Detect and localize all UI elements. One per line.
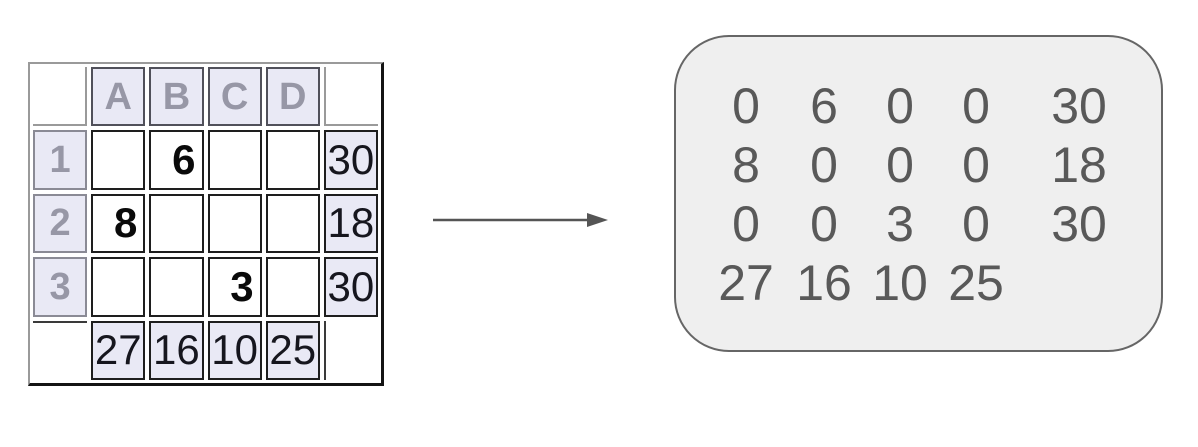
col-header-b: B: [149, 67, 204, 127]
cell-b3: [149, 257, 204, 317]
matrix-cell-2-0: 0: [732, 195, 760, 252]
matrix-cell-2-2: 3: [886, 195, 914, 252]
row-header-2: 2: [33, 193, 88, 254]
col-header-c: C: [207, 67, 262, 127]
cell-c3: 3: [207, 257, 262, 317]
matrix-cell-1-4: 18: [1051, 136, 1107, 193]
corner-cell-bottom-right: [323, 320, 378, 380]
matrix-cell-1-2: 0: [886, 136, 914, 193]
col-total-d: 25: [265, 320, 320, 380]
spreadsheet-table: A B C D 1 6 30 2 8 18 3 3 30 27 16 10 25: [28, 62, 384, 386]
cell-a3: [91, 257, 146, 317]
col-header-a: A: [91, 67, 146, 127]
matrix-cell-0-3: 0: [962, 77, 990, 134]
matrix-cell-2-4: 30: [1051, 195, 1107, 252]
cell-c2: [207, 193, 262, 254]
cell-d3: [265, 257, 320, 317]
arrow-right-icon: [433, 213, 608, 227]
matrix-cell-3-3: 25: [948, 254, 1004, 311]
cell-d2: [265, 193, 320, 254]
corner-cell-bottom-left: [33, 320, 88, 380]
row-header-1: 1: [33, 130, 88, 190]
matrix-cell-1-0: 8: [732, 136, 760, 193]
row-total-2: 18: [323, 193, 378, 254]
row-total-3: 30: [323, 257, 378, 317]
cell-a2: 8: [91, 193, 146, 254]
cell-b2: [149, 193, 204, 254]
matrix-cell-1-1: 0: [810, 136, 838, 193]
matrix-cell-0-2: 0: [886, 77, 914, 134]
matrix-cell-3-0: 27: [718, 254, 774, 311]
col-header-d: D: [265, 67, 320, 127]
matrix-cell-3-1: 16: [796, 254, 852, 311]
matrix-cell-1-3: 0: [962, 136, 990, 193]
col-total-b: 16: [149, 320, 204, 380]
row-total-1: 30: [323, 130, 378, 190]
cell-a1: [91, 130, 146, 190]
cell-b1: 6: [149, 130, 204, 190]
matrix-panel: [674, 35, 1163, 352]
matrix-cell-0-0: 0: [732, 77, 760, 134]
row-header-3: 3: [33, 257, 88, 317]
matrix-grid: 0 6 0 0 30 8 0 0 0 18 0 0 3 0 30 27 16 1…: [706, 76, 1144, 312]
matrix-cell-3-2: 10: [872, 254, 928, 311]
corner-cell-top-right: [323, 67, 378, 127]
corner-cell-top-left: [33, 67, 88, 127]
cell-c1: [207, 130, 262, 190]
matrix-cell-0-4: 30: [1051, 77, 1107, 134]
col-total-a: 27: [91, 320, 146, 380]
col-total-c: 10: [207, 320, 262, 380]
matrix-cell-2-1: 0: [810, 195, 838, 252]
cell-d1: [265, 130, 320, 190]
matrix-cell-3-4: [1014, 253, 1144, 312]
matrix-cell-0-1: 6: [810, 77, 838, 134]
matrix-cell-2-3: 0: [962, 195, 990, 252]
